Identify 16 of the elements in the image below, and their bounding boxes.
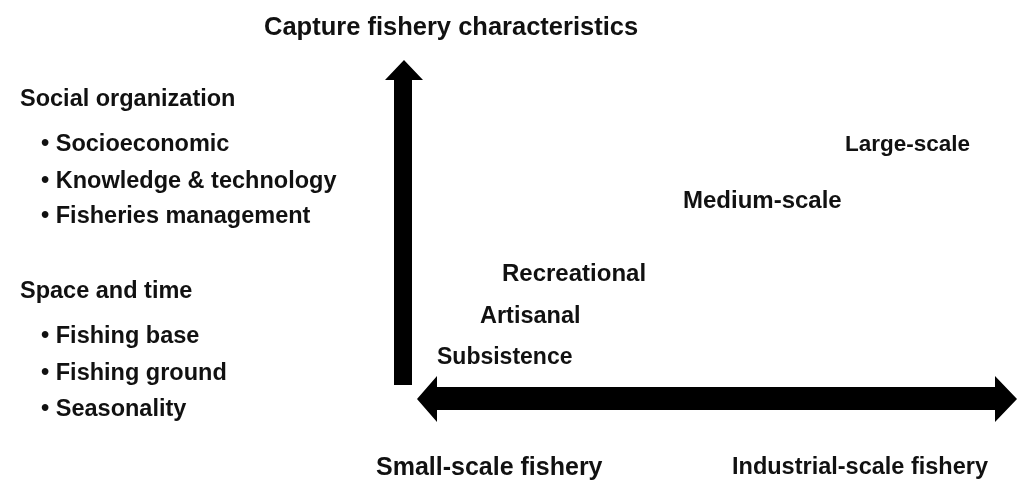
axis-title: Capture fishery characteristics xyxy=(264,12,639,40)
list-item: • Seasonality xyxy=(41,394,187,422)
axis-title: Small-scale fishery xyxy=(376,452,603,480)
list-item: • Socioeconomic xyxy=(41,129,230,157)
category-label: Recreational xyxy=(502,259,647,287)
category-label: Medium-scale xyxy=(683,186,842,214)
list-item: • Fishing ground xyxy=(41,358,227,386)
category-label: Large-scale xyxy=(845,130,971,158)
axis-title: Industrial-scale fishery xyxy=(732,452,988,480)
category-label: Subsistence xyxy=(437,342,573,370)
list-item: • Fishing base xyxy=(41,321,200,349)
list-item: • Fisheries management xyxy=(41,201,311,229)
list-item: • Knowledge & technology xyxy=(41,166,337,194)
list-heading: Social organization xyxy=(20,84,236,112)
category-label: Artisanal xyxy=(480,301,581,329)
list-heading: Space and time xyxy=(20,276,193,304)
